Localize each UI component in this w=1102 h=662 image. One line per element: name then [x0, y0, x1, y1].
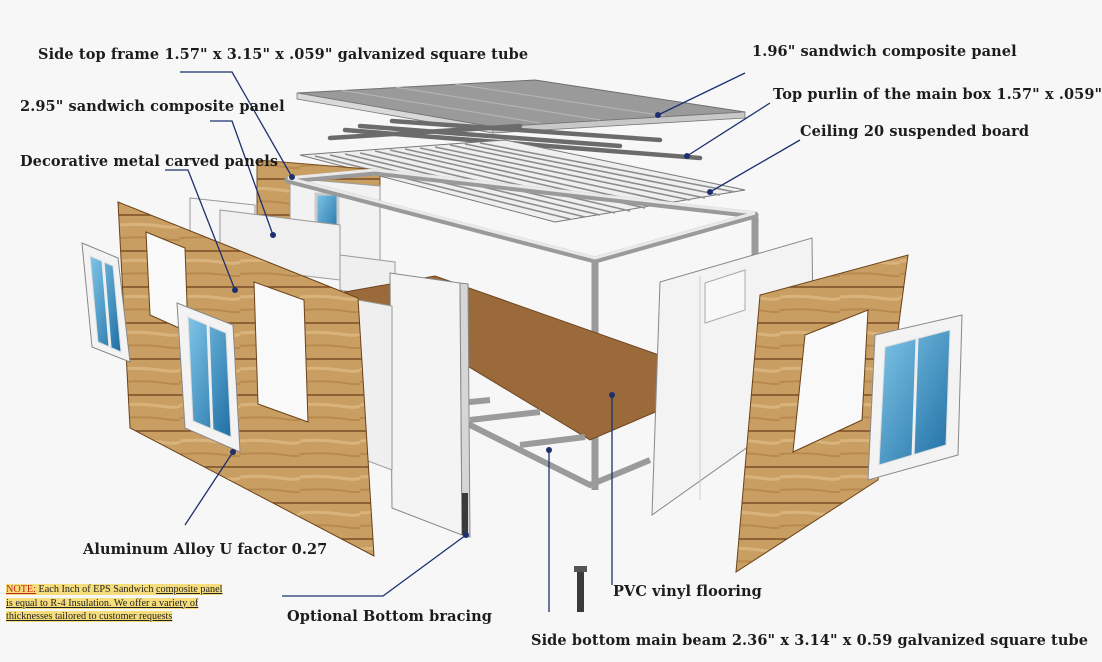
- label-295-sandwich-panel: 2.95" sandwich composite panel: [20, 98, 285, 115]
- aluminum-window: [176, 302, 241, 453]
- note-line1b: composite panel: [155, 584, 223, 595]
- leader-lines: [165, 71, 801, 612]
- label-aluminum-alloy: Aluminum Alloy U factor 0.27: [83, 541, 328, 558]
- label-decorative-panels: Decorative metal carved panels: [20, 153, 279, 170]
- note-line2: is equal to R-4 Insulation. We offer a v…: [6, 597, 199, 609]
- label-side-top-frame: Side top frame 1.57" x 3.15" x .059" gal…: [38, 46, 529, 63]
- label-ceiling-board: Ceiling 20 suspended board: [800, 123, 1030, 140]
- right-decorative-wall: [735, 254, 909, 573]
- left-decorative-wall: [117, 201, 375, 557]
- label-side-bottom-beam: Side bottom main beam 2.36" x 3.14" x 0.…: [531, 632, 1089, 649]
- roof-sandwich-panel: [296, 79, 746, 134]
- right-window: [867, 314, 963, 481]
- left-back-window: [81, 242, 131, 363]
- label-optional-bracing: Optional Bottom bracing: [287, 608, 493, 625]
- leader-dots: [230, 112, 713, 538]
- bracing-posts: [462, 493, 587, 612]
- note-line3: thicknesses tailored to customer request…: [6, 611, 173, 622]
- label-196-sandwich-panel: 1.96" sandwich composite panel: [752, 43, 1017, 60]
- insulation-note: NOTE: Each Inch of EPS Sandwich composit…: [6, 583, 266, 624]
- exploded-house-diagram: [81, 71, 963, 612]
- label-pvc-flooring: PVC vinyl flooring: [613, 583, 762, 600]
- note-line1a: Each Inch of EPS Sandwich: [36, 584, 156, 595]
- white-sandwich-panel: [357, 272, 471, 538]
- label-top-purlin: Top purlin of the main box 1.57" x .059": [773, 86, 1102, 103]
- note-prefix: NOTE:: [6, 584, 36, 595]
